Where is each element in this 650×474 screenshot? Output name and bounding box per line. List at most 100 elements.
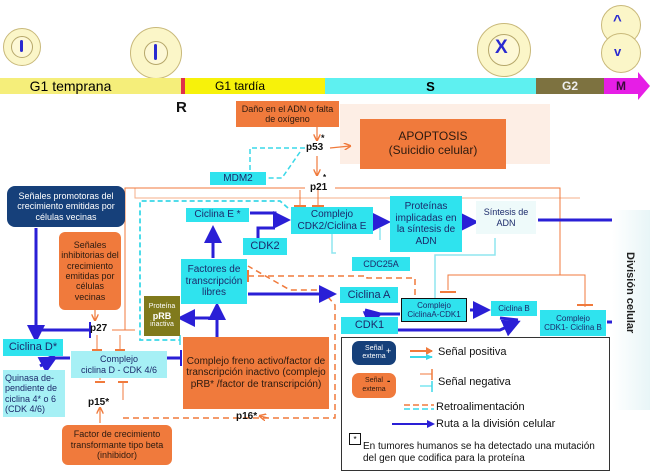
node-cdk1: CDK1	[341, 317, 398, 334]
legend-route-label: Ruta a la división celular	[436, 418, 556, 430]
node-complex-cyclin-d-cdk46: Complejo ciclina D - CDK 4/6	[71, 351, 167, 378]
route-cdk1-to-complex-b	[350, 319, 521, 337]
route-cyclin-e-to-complex	[250, 211, 291, 229]
legend-ext-neg-l1: Señal	[365, 377, 383, 385]
node-dna-damage: Daño en el ADN o falta de oxígeno	[236, 101, 339, 127]
p53-mutation-star: *	[321, 133, 325, 143]
phase-g1-early-label: G1 temprana	[29, 78, 112, 94]
node-complex-cyclin-a-cdk1: Complejo CiclinaA-CDK1	[401, 298, 467, 322]
timeline-arrowhead	[638, 72, 650, 100]
node-mdm2: MDM2	[210, 172, 266, 185]
node-cyclin-d: Ciclina D*	[3, 339, 63, 356]
complex-a-line1: Complejo	[417, 300, 451, 310]
cell-cycle-timeline: X ^ v G1 temprana G1 tardía S G2 M R	[0, 0, 650, 116]
node-complex-cdk1-cyclin-b: Complejo CDK1- Ciclina B	[540, 310, 606, 336]
phase-m: M	[604, 78, 638, 94]
node-p16: p16*	[236, 411, 258, 422]
node-proteins-dna-text: Proteínas implicadas en la síntesis de A…	[395, 201, 457, 247]
node-brake-complex: Complejo freno activo/factor de transcri…	[183, 337, 329, 409]
feedback-cdc25a	[248, 275, 416, 295]
arrow-p53-to-apoptosis	[329, 146, 350, 148]
legend-ext-pos-l1: Señal	[365, 344, 383, 352]
node-cdk46: Quinasa de-pendiente de ciclina 4* o 6 (…	[3, 370, 65, 417]
node-mdm2-text: MDM2	[223, 172, 253, 184]
prb-line1: Proteína	[148, 302, 176, 310]
cell-division-label: División celular	[624, 252, 636, 334]
prb-line2: pRB	[152, 310, 172, 321]
node-proteins-dna: Proteínas implicadas en la síntesis de A…	[390, 196, 462, 252]
complex-b-line2: CDK1- Ciclina B	[544, 323, 602, 332]
node-dna-damage-text: Daño en el ADN o falta de oxígeno	[241, 103, 334, 124]
chromosome-up-icon: ^	[613, 12, 622, 29]
node-p27: p27	[90, 323, 108, 334]
node-cdk1-text: CDK1	[354, 319, 385, 332]
node-cyclin-e-text: Ciclina E *	[194, 209, 241, 221]
cell-illustration-g1-early	[3, 28, 41, 66]
p21-to-cdk1b	[560, 274, 586, 307]
legend: Señal externa + Señal externa - Señal po…	[341, 337, 610, 471]
node-p15: p15*	[88, 397, 110, 408]
nucleus-s	[488, 34, 520, 66]
chromosome-down-icon: v	[614, 44, 622, 59]
legend-negative-label: Señal negativa	[438, 376, 511, 388]
node-cyclin-a: Ciclina A	[340, 287, 398, 303]
node-p21: p21	[310, 182, 328, 193]
node-tgf-beta: Factor de crecimiento transformante tipo…	[62, 425, 172, 465]
complex-a-line2: CiclinaA-CDK1	[407, 310, 461, 319]
complex-d-line2: ciclina D - CDK 4/6	[80, 364, 158, 375]
node-cdc25a-text: CDC25A	[363, 258, 399, 269]
complex-d-line1: Complejo	[99, 354, 139, 365]
node-cyclin-b-text: Ciclina B	[498, 303, 530, 313]
feedback-mdm2-p53	[249, 147, 305, 179]
legend-ext-neg-l2: externa	[362, 385, 386, 393]
node-growth-inhibitory: Señales inhibitorias del crecimiento emi…	[59, 232, 121, 310]
node-cyclin-b: Ciclina B	[491, 301, 537, 316]
phase-g2: G2	[536, 78, 604, 94]
node-complex-cdk2-cyclin-e: Complejo CDK2/Ciclina E	[291, 207, 373, 234]
cell-illustration-m-bottom	[601, 33, 641, 73]
legend-note: En tumores humanos se ha detectado una m…	[363, 441, 595, 464]
node-prb-inactive: Proteína pRB inactiva	[144, 296, 180, 336]
phase-m-label: M	[616, 79, 626, 93]
node-p53: p53	[306, 142, 324, 153]
legend-star-box: *	[349, 433, 361, 445]
legend-positive-label: Señal positiva	[438, 346, 507, 358]
legend-feedback-label: Retroalimentación	[436, 401, 525, 413]
node-cyclin-e: Ciclina E *	[186, 208, 249, 222]
node-free-transcription-factors: Factores de transcripción libres	[181, 259, 247, 304]
chromosome-x-icon: X	[495, 37, 508, 58]
phase-s: S	[325, 78, 536, 94]
cell-division-band	[612, 210, 650, 410]
node-dna-synthesis: Síntesis de ADN	[476, 201, 536, 234]
node-cyclin-a-text: Ciclina A	[347, 288, 391, 301]
p21-inhibition-line	[124, 187, 305, 330]
cyclin-a-to-dna-synth	[434, 238, 496, 300]
chromosome-icon	[154, 44, 157, 60]
chromosome-icon	[20, 40, 23, 52]
p21-mutation-star: *	[323, 173, 327, 182]
node-free-tf-text: Factores de transcripción libres	[185, 264, 243, 299]
node-tgf-beta-text: Factor de crecimiento transformante tipo…	[70, 429, 164, 461]
node-growth-promoting: Señales promotoras del crecimiento emiti…	[7, 186, 125, 227]
legend-ext-pos-sign: +	[386, 346, 392, 356]
node-cdk2-text: CDK2	[250, 240, 280, 253]
restriction-point-label: R	[176, 99, 187, 116]
node-cdc25a: CDC25A	[352, 257, 410, 271]
restriction-point-marker	[181, 78, 185, 94]
legend-external-positive: Señal externa	[352, 341, 396, 365]
node-brake-complex-text: Complejo freno activo/factor de transcri…	[186, 355, 326, 390]
node-growth-promoting-text: Señales promotoras del crecimiento emiti…	[17, 190, 115, 222]
legend-ext-pos-l2: externa	[362, 353, 386, 360]
complex-b-line1: Complejo	[556, 313, 590, 323]
phase-g1-early: G1 temprana	[0, 78, 181, 94]
node-cyclin-d-text: Ciclina D*	[8, 341, 58, 354]
legend-ext-neg-sign: -	[387, 376, 391, 387]
apoptosis-subtitle: (Suicidio celular)	[388, 143, 478, 157]
phase-g2-label: G2	[561, 79, 578, 93]
node-apoptosis: APOPTOSIS (Suicidio celular)	[360, 119, 506, 169]
apoptosis-title: APOPTOSIS	[398, 129, 468, 144]
prb-line3: inactiva	[150, 321, 174, 329]
node-growth-inhibitory-text: Señales inhibitorias del crecimiento emi…	[61, 239, 119, 302]
phase-g1-late: G1 tardía	[185, 78, 325, 94]
node-cdk2: CDK2	[243, 238, 287, 255]
